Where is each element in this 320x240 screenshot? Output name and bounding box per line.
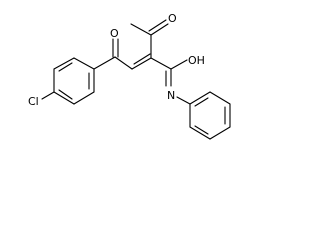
bond-ch-c-b [133,53,151,65]
bond-acetyl-co-a [150,23,169,36]
atom-n-amide: N [167,89,175,102]
bond-n-phenyl [176,96,191,105]
structure-canvas: O O OH N Cl [28,12,231,140]
chlorophenyl-ring [53,57,95,105]
bond-c-amide [150,57,172,70]
atom-o-acetyl: O [168,12,177,25]
bond-ring-carbonyl [93,56,116,70]
atom-cl: Cl [28,95,39,108]
molecule-structure: O O OH N Cl [28,12,231,140]
bond-ch-c-a [131,57,152,70]
bond-acetyl-methyl [130,23,152,36]
bond-carbonyl-ch [114,56,133,70]
bond-amide-oh [170,59,188,70]
phenyl-ring [189,91,231,140]
bond-acetyl-co-b [148,19,167,32]
atom-o-ketone: O [110,27,119,40]
atom-oh-amide: OH [188,54,205,67]
bond-ring-cl [41,91,55,100]
